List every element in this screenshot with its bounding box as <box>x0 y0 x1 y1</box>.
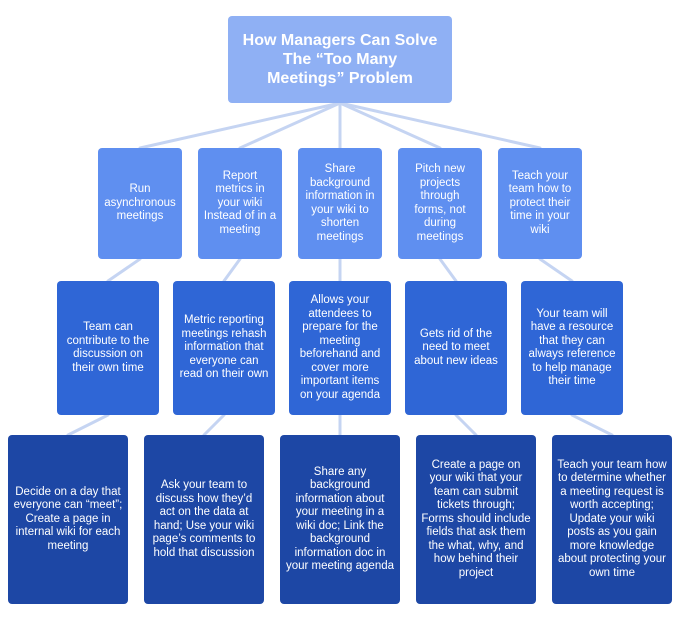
strategy-report-metrics: Report metrics in your wiki Instead of i… <box>198 148 282 259</box>
benefit-pitch-projects: Gets rid of the need to meet about new i… <box>405 281 507 415</box>
strategy-pitch-projects: Pitch new projects through forms, not du… <box>398 148 482 259</box>
strategy-protect-time: Teach your team how to protect their tim… <box>498 148 582 259</box>
connector-strategy-benefit-4 <box>438 257 458 283</box>
strategy-async-meetings: Run asynchronous meetings <box>98 148 182 259</box>
connector-strategy-benefit-1 <box>106 257 142 283</box>
connector-root-strategy-1 <box>138 101 342 150</box>
benefit-share-background: Allows your attendees to prepare for the… <box>289 281 391 415</box>
connector-root-strategy-4 <box>338 101 442 150</box>
action-pitch-projects: Create a page on your wiki that your tea… <box>416 435 536 604</box>
connector-root-strategy-5 <box>338 101 542 150</box>
connector-benefit-action-1 <box>66 413 110 437</box>
connector-benefit-action-2 <box>202 413 226 437</box>
benefit-async-meetings: Team can contribute to the discussion on… <box>57 281 159 415</box>
connector-strategy-benefit-2 <box>222 257 242 283</box>
benefit-report-metrics: Metric reporting meetings rehash informa… <box>173 281 275 415</box>
connector-strategy-benefit-5 <box>538 257 574 283</box>
action-async-meetings: Decide on a day that everyone can “meet”… <box>8 435 128 604</box>
connector-benefit-action-4 <box>454 413 478 437</box>
action-share-background: Share any background information about y… <box>280 435 400 604</box>
diagram-title: How Managers Can Solve The “Too Many Mee… <box>228 16 452 103</box>
connector-root-strategy-2 <box>238 101 342 150</box>
action-protect-time: Teach your team how to determine whether… <box>552 435 672 604</box>
connector-benefit-action-5 <box>570 413 614 437</box>
strategy-share-background: Share background information in your wik… <box>298 148 382 259</box>
action-report-metrics: Ask your team to discuss how they’d act … <box>144 435 264 604</box>
benefit-protect-time: Your team will have a resource that they… <box>521 281 623 415</box>
